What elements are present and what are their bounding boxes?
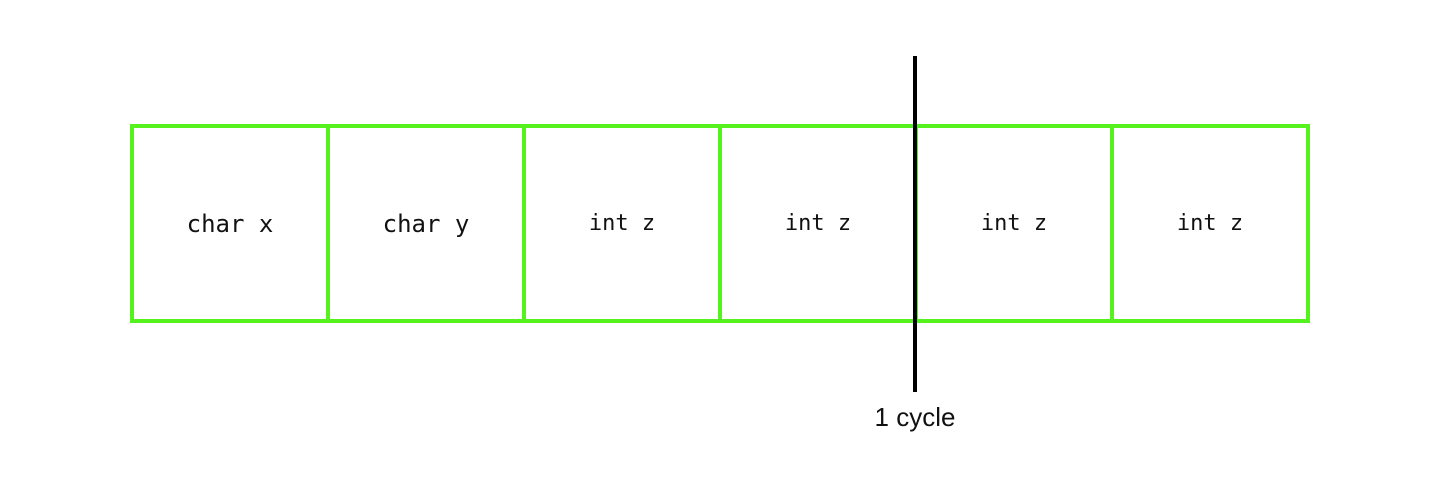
memory-cell-int-z-3: int z [914, 128, 1110, 319]
memory-cell-row: char x char y int z int z int z int z [130, 124, 1310, 323]
memory-cell-char-y: char y [326, 128, 522, 319]
cycle-boundary-line [913, 56, 917, 392]
memory-cell-int-z-2: int z [718, 128, 914, 319]
memory-cell-char-x: char x [186, 209, 274, 238]
memory-cell-int-z-1: int z [522, 128, 718, 319]
memory-cell-int-z-4: int z [1110, 128, 1306, 319]
cycle-label: 1 cycle [874, 402, 956, 432]
